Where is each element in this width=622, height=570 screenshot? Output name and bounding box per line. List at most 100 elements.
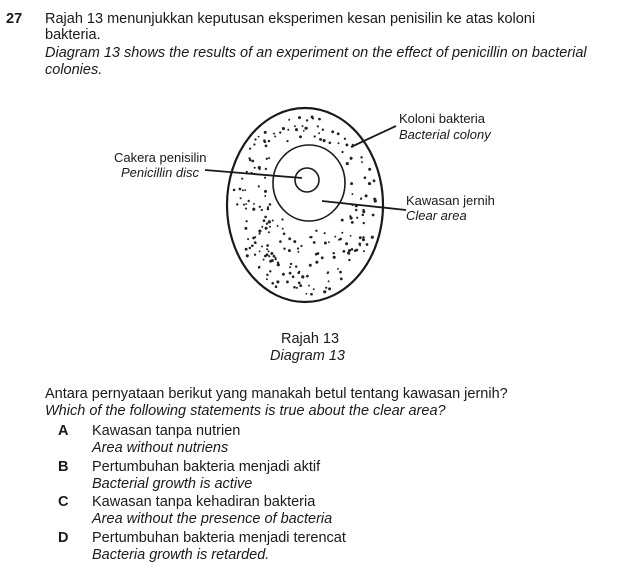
- bacteria-dot: [263, 139, 266, 143]
- bacteria-dot: [263, 130, 267, 134]
- bacteria-dot: [265, 253, 269, 257]
- bacteria-dot: [348, 258, 351, 262]
- option-a-malay: Kawasan tanpa nutrien: [92, 423, 241, 439]
- bacteria-dot: [323, 232, 326, 235]
- bacteria-dot: [295, 286, 299, 289]
- bacteria-dot: [289, 262, 293, 266]
- bacteria-dot: [241, 189, 244, 192]
- bacteria-dot: [266, 206, 270, 209]
- label-disc-english: Penicillin disc: [121, 165, 200, 180]
- bacteria-dot: [354, 208, 358, 212]
- bacteria-dot: [282, 232, 286, 236]
- bacteria-dot: [270, 259, 274, 263]
- bacteria-dot: [270, 252, 274, 255]
- pointer-line-clear: [321, 200, 407, 211]
- bacteria-dot: [340, 218, 344, 222]
- bacteria-dot: [293, 240, 297, 244]
- petri-dish-outline: [225, 106, 385, 304]
- bacteria-dot: [265, 222, 269, 225]
- bacteria-dot: [264, 195, 267, 197]
- bacteria-dot: [339, 277, 343, 281]
- bacteria-dot: [323, 241, 327, 245]
- question-number: 27: [6, 11, 23, 27]
- bacteria-dot: [248, 158, 252, 162]
- bacteria-dot: [328, 141, 332, 145]
- bacteria-dot: [251, 159, 255, 163]
- bacteria-dot: [238, 187, 242, 191]
- bacteria-dot: [248, 147, 252, 150]
- option-c-letter: C: [58, 494, 69, 510]
- pointer-line-disc: [204, 169, 303, 179]
- bacteria-dot: [301, 125, 304, 128]
- penicillin-disc: [294, 167, 320, 193]
- bacteria-dot: [257, 135, 260, 138]
- bacteria-dot: [293, 125, 296, 128]
- bacteria-dot: [291, 275, 295, 279]
- bacteria-dot: [245, 254, 249, 258]
- label-colony-english: Bacterial colony: [399, 127, 491, 142]
- option-d-letter: D: [58, 530, 69, 546]
- bacteria-dot: [274, 285, 278, 289]
- bacteria-dot: [361, 238, 366, 242]
- bacteria-dot: [345, 162, 349, 166]
- bacteria-dot: [319, 137, 322, 141]
- bacteria-dot: [318, 132, 321, 135]
- bacteria-dot: [264, 215, 267, 219]
- bacteria-dot: [332, 255, 336, 259]
- bacteria-dot: [358, 236, 362, 240]
- bacteria-dot: [350, 248, 354, 251]
- bacteria-dot: [265, 278, 268, 281]
- bacteria-dot: [362, 236, 365, 239]
- bacteria-dot: [287, 128, 290, 131]
- bacteria-dot: [252, 207, 256, 211]
- bacteria-dot: [296, 247, 300, 250]
- bacteria-dot: [264, 167, 268, 171]
- bacteria-dot: [257, 185, 260, 188]
- bacteria-dot: [299, 135, 302, 139]
- bacteria-dot: [252, 236, 256, 240]
- bacteria-dot: [308, 263, 312, 267]
- bacteria-dot: [281, 227, 284, 230]
- bacteria-dot: [269, 225, 271, 228]
- bacteria-dot: [281, 272, 285, 276]
- bacteria-dot: [362, 221, 365, 225]
- bacteria-dot: [316, 125, 319, 128]
- bacteria-dot: [242, 203, 246, 206]
- bacteria-dot: [267, 139, 271, 143]
- bacteria-dot: [265, 157, 268, 160]
- bacteria-dot: [351, 193, 354, 196]
- bacteria-dot: [358, 242, 362, 246]
- bacteria-dot: [299, 284, 303, 288]
- bacteria-dot: [328, 287, 332, 291]
- bacteria-dot: [266, 244, 269, 247]
- bacteria-dot: [364, 194, 368, 198]
- bacteria-dot: [341, 231, 344, 234]
- bacteria-dot: [327, 241, 330, 244]
- bacteria-dot: [266, 273, 269, 277]
- bacteria-dot: [276, 263, 280, 267]
- bacteria-dot: [368, 167, 372, 171]
- bacteria-dot: [261, 245, 263, 248]
- bacteria-dot: [258, 250, 261, 253]
- option-b-malay: Pertumbuhan bakteria menjadi aktif: [92, 459, 321, 475]
- bacteria-dot: [244, 247, 248, 251]
- bacteria-dot: [310, 235, 313, 239]
- bacteria-dot: [336, 132, 340, 136]
- option-a-english: Area without nutriens: [92, 440, 229, 456]
- bacteria-dot: [250, 244, 254, 248]
- bacteria-dot: [308, 284, 310, 287]
- option-c-english: Area without the presence of bacteria: [92, 511, 333, 527]
- bacteria-dot: [294, 128, 299, 132]
- bacteria-dot: [268, 203, 272, 206]
- clear-area-outline: [272, 144, 346, 222]
- bacteria-dot: [367, 182, 372, 186]
- bacteria-dot: [244, 207, 248, 210]
- bacteria-dot: [262, 258, 265, 261]
- bacteria-dot: [263, 189, 268, 193]
- bacteria-dot: [271, 281, 275, 285]
- bacteria-dot: [274, 257, 277, 261]
- bacteria-dot: [245, 170, 248, 173]
- bacteria-dot: [235, 203, 239, 206]
- bacteria-dot: [293, 285, 296, 289]
- bacteria-dot: [332, 251, 335, 255]
